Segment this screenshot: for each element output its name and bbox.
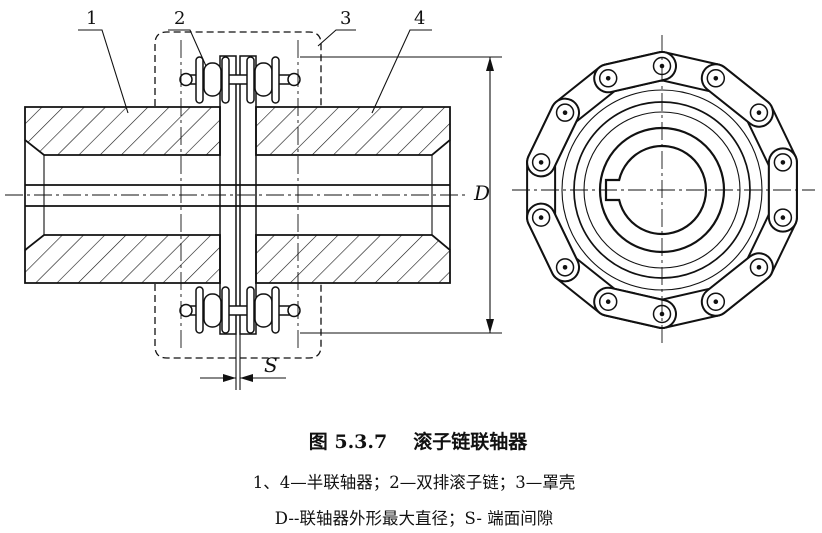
- pin-head-right: [287, 303, 301, 318]
- cover-outline-top: [154, 31, 322, 106]
- figure-title: 滚子链联轴器: [413, 430, 528, 453]
- chain-pin-center: [713, 75, 719, 81]
- cover-outline-bottom: [154, 284, 322, 359]
- dimension-label-s: S: [264, 353, 278, 377]
- chain-inner-plate-right: [246, 286, 255, 334]
- s-arrow-left: [223, 374, 236, 382]
- part-number-2: 2: [174, 8, 185, 29]
- pin-head-left: [179, 303, 193, 318]
- end-view-roller-chain: [526, 51, 798, 329]
- right-half-coupling-top-section: [255, 106, 451, 156]
- top-double-row-chain: [179, 56, 301, 104]
- chain-inner-plate-right: [246, 56, 255, 104]
- chain-pin-center: [756, 110, 762, 115]
- chain-inner-plate-left: [221, 286, 230, 334]
- dimension-label-d: D: [473, 181, 490, 205]
- caption-dimension-legend: D--联轴器外形最大直径；S- 端面间隙: [275, 509, 553, 528]
- figure-caption: 图 5.3.7 滚子链联轴器 1、4—半联轴器；2—双排滚子链；3—罩壳 D--联…: [253, 430, 576, 528]
- chain-pin-center: [562, 265, 568, 270]
- chain-roller-row-1: [203, 293, 222, 328]
- section-view: D S 1 2 3 4: [5, 8, 502, 390]
- d-arrow-top: [486, 57, 494, 71]
- chain-pin-center: [780, 160, 786, 165]
- chain-pin-center: [562, 110, 568, 115]
- chain-pin-center: [538, 160, 544, 165]
- pin-head-left: [179, 72, 193, 87]
- chain-pin-center: [713, 299, 719, 305]
- figure-number: 图 5.3.7: [309, 431, 388, 453]
- chain-roller-row-2: [254, 62, 273, 97]
- chain-outer-plate-right: [271, 56, 280, 104]
- bottom-double-row-chain: [179, 286, 301, 334]
- chain-outer-plate-left: [195, 286, 204, 334]
- pin-head-right: [287, 72, 301, 87]
- chain-pin-center: [756, 265, 762, 270]
- chain-inner-plate-left: [221, 56, 230, 104]
- chain-roller-row-1: [203, 62, 222, 97]
- chain-outer-plate-right: [271, 286, 280, 334]
- left-half-coupling-bottom-section: [24, 234, 221, 284]
- leader-line-part-2: [168, 29, 207, 67]
- caption-parts-legend: 1、4—半联轴器；2—双排滚子链；3—罩壳: [253, 473, 576, 492]
- chain-pin-center: [605, 299, 611, 305]
- chain-pin-center: [780, 215, 786, 220]
- bore-with-keyway: [604, 144, 708, 236]
- right-half-coupling-bottom-section: [255, 234, 451, 284]
- chain-roller-row-2: [254, 293, 273, 328]
- part-number-1: 1: [86, 8, 97, 29]
- chain-pin-center: [538, 215, 544, 220]
- end-view: [512, 35, 815, 345]
- leader-line-part-3: [317, 29, 356, 47]
- chain-pin-center: [605, 75, 611, 81]
- left-half-coupling-top-section: [24, 106, 221, 156]
- leader-line-part-1: [78, 29, 129, 114]
- leader-line-part-4: [371, 29, 432, 114]
- part-number-3: 3: [340, 8, 351, 29]
- d-arrow-bottom: [486, 319, 494, 333]
- chain-outer-plate-left: [195, 56, 204, 104]
- s-arrow-right: [240, 374, 253, 382]
- part-number-4: 4: [414, 8, 425, 29]
- caption-title: 图 5.3.7 滚子链联轴器: [309, 430, 529, 453]
